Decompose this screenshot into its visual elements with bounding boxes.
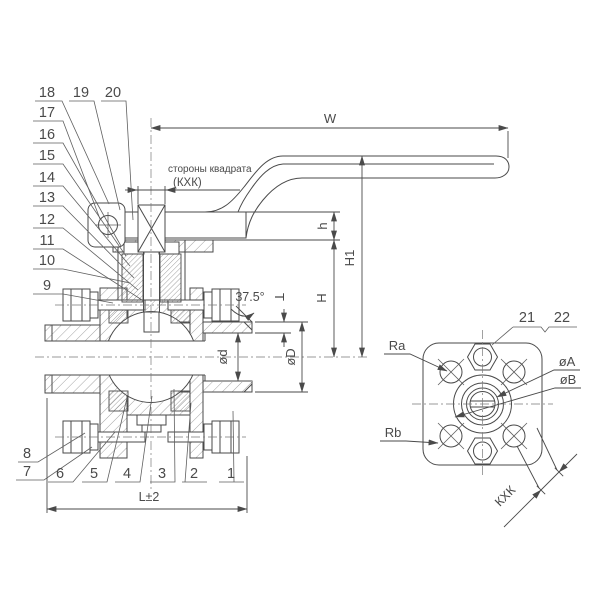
part-label-19: 19 [73, 85, 89, 101]
part-label-18: 18 [39, 85, 55, 101]
part-label-12: 12 [39, 212, 55, 228]
part-label-20: 20 [105, 85, 121, 101]
part-label-3: 3 [158, 466, 166, 482]
label-kxk-diagonal: КХК [492, 483, 519, 510]
part-label-6: 6 [56, 466, 64, 482]
dim-bevel-angle: 37.5° [235, 290, 264, 304]
label-ra: Ra [389, 338, 406, 353]
bore [45, 321, 253, 393]
side-view: 21 22 Ra Rb øA øB КХК [380, 310, 581, 528]
part-label-2: 2 [190, 466, 198, 482]
diagonal-dimension [503, 427, 578, 528]
part-label-21: 21 [519, 310, 535, 326]
dim-height: H [314, 293, 329, 302]
label-rb: Rb [385, 425, 402, 440]
front-view-labels: 18 19 20 17 16 15 14 13 12 11 10 9 8 7 6… [23, 85, 357, 504]
part-label-1: 1 [227, 466, 235, 482]
centerlines [35, 118, 368, 490]
side-view-labels: 21 22 Ra Rb øA øB КХК [385, 310, 577, 509]
part-label-11: 11 [39, 233, 54, 249]
square-note-line2: (КХК) [173, 177, 202, 189]
label-dia-b: øB [560, 372, 577, 387]
end-view-hex-bolts [466, 343, 499, 465]
dim-h1: H1 [342, 250, 357, 267]
part-label-8: 8 [23, 446, 31, 462]
part-label-17: 17 [39, 105, 55, 121]
handle-lock-plate [87, 202, 126, 248]
dimension-lines [46, 125, 509, 513]
dim-outer-diameter: øD [283, 348, 298, 365]
part-label-15: 15 [39, 148, 55, 164]
part-label-7: 7 [23, 464, 31, 480]
corner-bolt-holes [437, 358, 528, 450]
part-label-14: 14 [39, 170, 55, 186]
part-label-16: 16 [39, 127, 55, 143]
part-callout-leaders [16, 100, 244, 483]
part-label-13: 13 [39, 190, 55, 206]
dim-w: W [324, 111, 337, 126]
stem-square [137, 204, 166, 253]
part-label-5: 5 [90, 466, 98, 482]
square-note-line1: стороны квадрата [168, 164, 252, 175]
side-view-leaders [380, 326, 581, 446]
label-dia-a: øA [559, 354, 576, 369]
bottom-boss [136, 414, 167, 433]
part-label-9: 9 [43, 278, 51, 294]
front-view: 18 19 20 17 16 15 14 13 12 11 10 9 8 7 6… [16, 85, 510, 513]
part-label-10: 10 [39, 253, 55, 269]
dim-wall-t: T [272, 293, 287, 301]
dim-h: h [315, 222, 330, 229]
dim-bore-diameter: ød [215, 349, 230, 364]
part-label-22: 22 [554, 310, 570, 326]
dim-length: L±2 [139, 490, 160, 504]
part-label-4: 4 [123, 466, 131, 482]
